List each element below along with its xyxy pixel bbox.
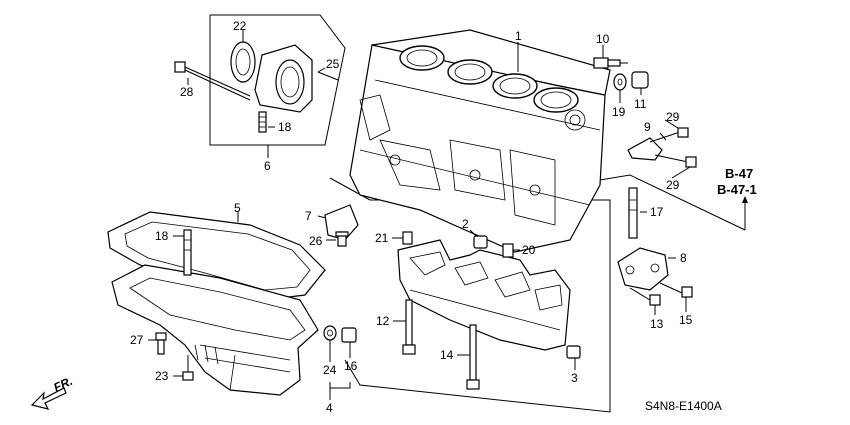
callout-9: 9 (644, 120, 651, 134)
knock-sensor-17[interactable] (628, 187, 638, 239)
callout-5: 5 (234, 201, 241, 215)
bolt-23[interactable] (182, 355, 194, 381)
callout-18-top: 18 (278, 120, 292, 134)
callout-26: 26 (309, 234, 323, 248)
callout-7: 7 (305, 209, 312, 223)
callout-13: 13 (650, 317, 664, 331)
sensor-10[interactable] (593, 57, 628, 69)
oil-seal-case[interactable] (254, 44, 313, 113)
ref-b-47[interactable]: B-47 (725, 166, 753, 181)
callout-11: 11 (634, 97, 647, 111)
callout-24: 24 (323, 363, 337, 377)
callout-29-upper: 29 (666, 110, 680, 124)
callout-25: 25 (326, 57, 340, 71)
diagram-code: S4N8-E1400A (645, 399, 722, 413)
callout-1: 1 (515, 29, 522, 43)
washer-19[interactable] (613, 73, 627, 91)
callout-2: 2 (462, 217, 469, 231)
callout-3: 3 (571, 371, 578, 385)
bolt-27[interactable] (155, 332, 167, 355)
bolt-25[interactable] (317, 71, 339, 81)
bracket-7[interactable] (324, 204, 359, 241)
callout-27: 27 (130, 333, 144, 347)
bolt-26[interactable] (335, 231, 349, 247)
oil-seal-group-frame (209, 14, 346, 146)
bolt-12[interactable] (402, 299, 416, 355)
cylinder-block[interactable] (349, 29, 611, 253)
bolt-29-upper[interactable] (649, 127, 689, 143)
callout-14: 14 (440, 348, 454, 362)
dowel-pin-21[interactable] (402, 231, 413, 245)
callout-15: 15 (679, 313, 693, 327)
callout-23: 23 (155, 369, 169, 383)
flange-bolt-28[interactable] (174, 61, 251, 101)
callout-19: 19 (612, 105, 626, 119)
dowel-pin-18-top[interactable] (258, 111, 267, 133)
callout-20: 20 (522, 243, 536, 257)
callout-18-pan: 18 (155, 229, 169, 243)
ref-b-47-1[interactable]: B-47-1 (717, 182, 757, 197)
callout-10: 10 (596, 32, 610, 46)
washer-24[interactable] (323, 325, 337, 341)
bolt-11[interactable] (631, 71, 649, 89)
front-direction-arrow-icon (30, 387, 67, 410)
callout-29-lower: 29 (666, 178, 680, 192)
main-bearing-caps[interactable] (397, 239, 571, 351)
callout-21: 21 (375, 231, 389, 245)
callout-22: 22 (233, 19, 247, 33)
drain-bolt-16[interactable] (341, 327, 357, 343)
leader-lines (148, 30, 691, 400)
direction-label: FR. (51, 374, 74, 395)
callout-6: 6 (264, 159, 271, 173)
oil-pan[interactable] (111, 264, 319, 396)
callout-4: 4 (326, 401, 333, 415)
dowel-pin-20[interactable] (502, 243, 514, 258)
callout-17: 17 (650, 205, 664, 219)
bolt-14[interactable] (466, 324, 480, 390)
callout-12: 12 (376, 314, 390, 328)
bracket-9[interactable] (627, 137, 663, 161)
callout-16: 16 (344, 359, 358, 373)
oil-seal[interactable] (230, 41, 256, 83)
callout-8: 8 (680, 251, 687, 265)
stud-bolt-18-pan[interactable] (183, 229, 192, 276)
bolt-2[interactable] (473, 235, 488, 249)
oil-pan-gasket[interactable] (107, 211, 326, 301)
bracket-8[interactable] (617, 247, 669, 291)
bolt-13[interactable] (629, 287, 661, 306)
bolt-3[interactable] (566, 345, 581, 359)
bolt-29-lower[interactable] (654, 154, 697, 168)
callout-28: 28 (180, 85, 194, 99)
bolt-15[interactable] (659, 282, 693, 298)
